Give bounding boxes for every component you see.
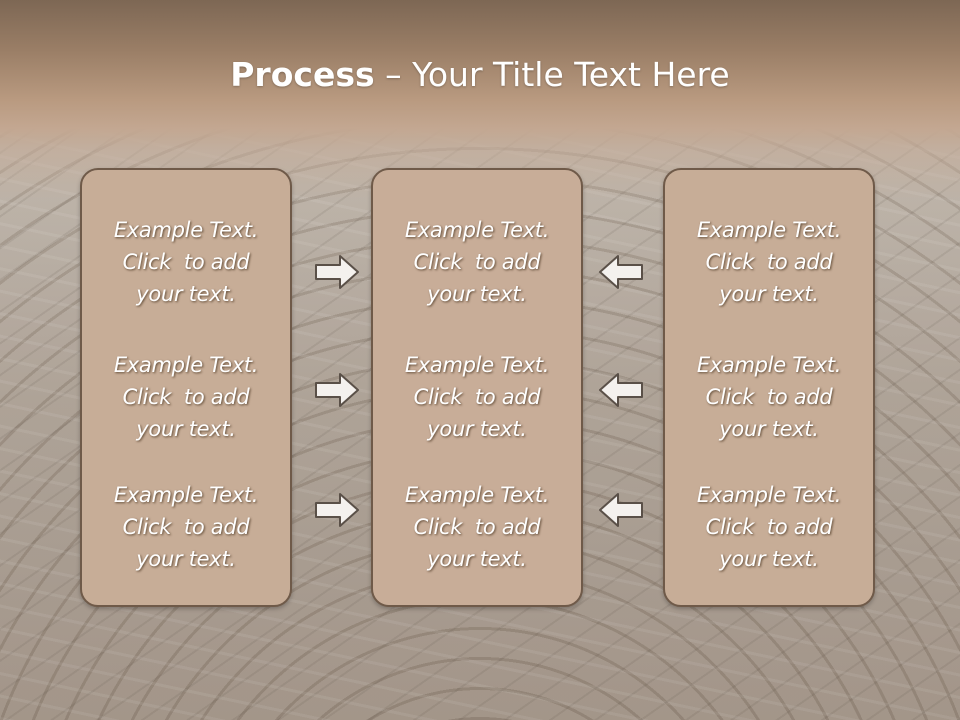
text-placeholder[interactable]: Example Text. Click to add your text. <box>665 214 873 310</box>
text-placeholder[interactable]: Example Text. Click to add your text. <box>373 349 581 445</box>
title-separator: – <box>374 55 413 94</box>
right-process-box: Example Text. Click to add your text. Ex… <box>663 168 875 607</box>
text-line: Example Text. <box>404 483 550 507</box>
text-line: Click to add <box>413 385 541 409</box>
text-line: Example Text. <box>113 218 259 242</box>
text-line: your text. <box>719 282 819 306</box>
text-line: Example Text. <box>113 483 259 507</box>
text-line: Click to add <box>413 515 541 539</box>
text-placeholder[interactable]: Example Text. Click to add your text. <box>665 479 873 575</box>
text-line: Click to add <box>122 250 250 274</box>
text-line: Click to add <box>705 250 833 274</box>
text-line: your text. <box>719 417 819 441</box>
text-placeholder[interactable]: Example Text. Click to add your text. <box>82 479 290 575</box>
text-line: your text. <box>136 417 236 441</box>
text-line: Example Text. <box>404 218 550 242</box>
text-line: Example Text. <box>696 218 842 242</box>
arrow-right-icon <box>314 491 360 529</box>
text-placeholder[interactable]: Example Text. Click to add your text. <box>373 479 581 575</box>
text-line: Click to add <box>122 385 250 409</box>
text-line: Click to add <box>705 385 833 409</box>
title-bold: Process <box>230 55 375 94</box>
text-placeholder[interactable]: Example Text. Click to add your text. <box>373 214 581 310</box>
arrow-left-icon <box>598 253 644 291</box>
slide-title[interactable]: Process – Your Title Text Here <box>0 52 960 98</box>
text-line: your text. <box>427 282 527 306</box>
text-line: Click to add <box>122 515 250 539</box>
text-line: your text. <box>427 417 527 441</box>
text-line: Example Text. <box>696 483 842 507</box>
text-line: your text. <box>136 547 236 571</box>
text-line: your text. <box>719 547 819 571</box>
text-placeholder[interactable]: Example Text. Click to add your text. <box>665 349 873 445</box>
text-line: your text. <box>427 547 527 571</box>
text-line: Example Text. <box>113 353 259 377</box>
text-placeholder[interactable]: Example Text. Click to add your text. <box>82 349 290 445</box>
text-line: your text. <box>136 282 236 306</box>
text-placeholder[interactable]: Example Text. Click to add your text. <box>82 214 290 310</box>
center-process-box: Example Text. Click to add your text. Ex… <box>371 168 583 607</box>
arrow-right-icon <box>314 253 360 291</box>
arrow-right-icon <box>314 371 360 409</box>
text-line: Click to add <box>705 515 833 539</box>
text-line: Example Text. <box>696 353 842 377</box>
text-line: Example Text. <box>404 353 550 377</box>
arrow-left-icon <box>598 491 644 529</box>
arrow-left-icon <box>598 371 644 409</box>
title-text: Your Title Text Here <box>412 55 730 94</box>
text-line: Click to add <box>413 250 541 274</box>
left-process-box: Example Text. Click to add your text. Ex… <box>80 168 292 607</box>
